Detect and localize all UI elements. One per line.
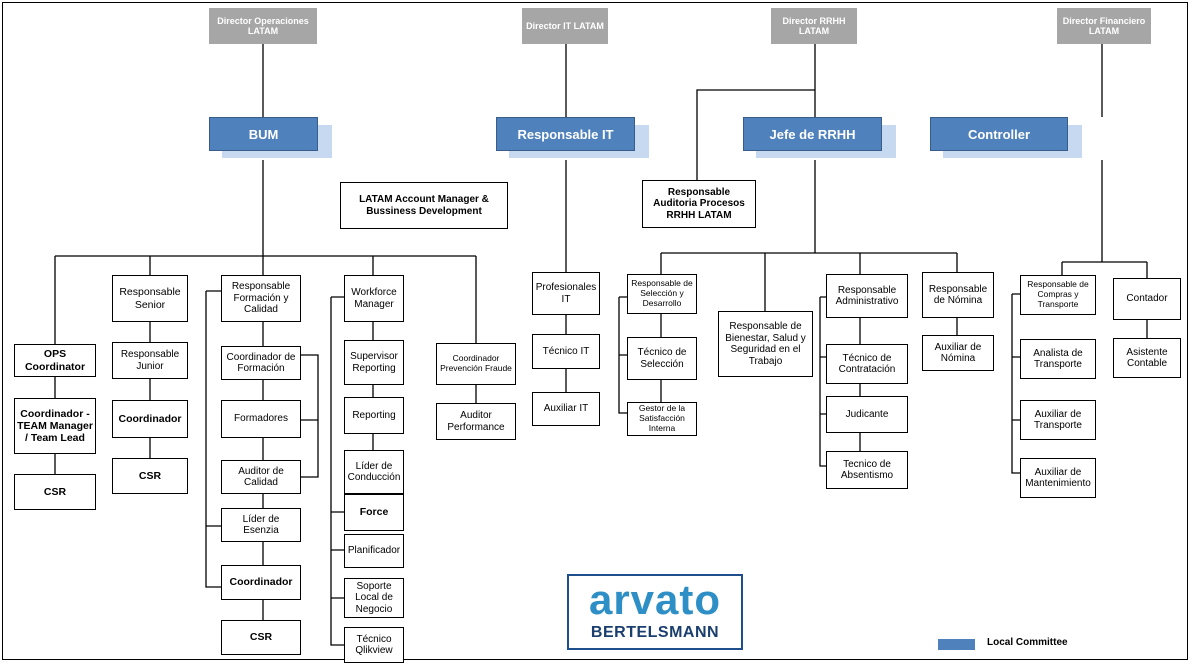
contador-box: Contador [1113, 278, 1181, 320]
responsable-auditoria-box: Responsable Auditoria Procesos RRHH LATA… [642, 180, 756, 228]
responsable-nomina-box: Responsable de Nómina [922, 272, 994, 318]
auxiliar-transporte-box: Auxiliar de Transporte [1020, 400, 1096, 440]
coordinador-box-1: Coordinador [112, 400, 188, 438]
coordinador-prevencion-box: Coordinador Prevención Fraude [436, 343, 516, 385]
gestor-satisfaccion-box: Gestor de la Satisfacción Interna [627, 402, 697, 436]
force-box: Force [344, 494, 404, 531]
formadores-box: Formadores [221, 400, 301, 438]
legend-label: Local Committee [987, 637, 1068, 648]
auxiliar-mantenimiento-box: Auxiliar de Mantenimiento [1020, 458, 1096, 498]
csr-box-3: CSR [221, 620, 301, 655]
tecnico-absentismo-box: Tecnico de Absentismo [826, 451, 908, 489]
auxiliar-nomina-box: Auxiliar de Nómina [922, 335, 994, 371]
tecnico-contratacion-box: Técnico de Contratación [826, 344, 908, 384]
auditor-calidad-box: Auditor de Calidad [221, 460, 301, 494]
analista-transporte-box: Analista de Transporte [1020, 339, 1096, 379]
logo-wordmark: arvato [588, 576, 722, 623]
director-it-box: Director IT LATAM [522, 8, 608, 44]
tecnico-seleccion-box: Técnico de Selección [627, 337, 697, 380]
director-rrhh-box: Director RRHH LATAM [771, 8, 857, 44]
tecnico-qlikview-box: Técnico Qlikview [344, 627, 404, 663]
judicante-box: Judicante [826, 396, 908, 433]
bum-box: BUM [209, 117, 318, 151]
responsable-bienestar-box: Responsable de Bienestar, Salud y Seguri… [718, 311, 813, 377]
auxiliar-it-box: Auxiliar IT [532, 392, 600, 426]
lider-conduccion-box: Líder de Conducción [344, 450, 404, 494]
director-financiero-box: Director Financiero LATAM [1057, 8, 1151, 44]
profesionales-it-box: Profesionales IT [532, 272, 600, 315]
responsable-seleccion-box: Responsable de Selección y Desarrollo [627, 274, 697, 314]
csr-box-2: CSR [112, 458, 188, 494]
ops-coordinator-box: OPS Coordinator [14, 344, 96, 377]
lider-esenzia-box: Líder de Esenzia [221, 508, 301, 542]
coordinador-formacion-box: Coordinador de Formación [221, 346, 301, 380]
legend-swatch [938, 639, 975, 650]
auditor-performance-box: Auditor Performance [436, 403, 516, 440]
controller-box: Controller [930, 117, 1068, 151]
responsable-junior-box: Responsable Junior [112, 342, 188, 379]
director-operaciones-box: Director Operaciones LATAM [209, 8, 317, 44]
soporte-local-box: Soporte Local de Negocio [344, 578, 404, 618]
tecnico-it-box: Técnico IT [532, 334, 600, 369]
planificador-box: Planificador [344, 534, 404, 568]
jefe-rrhh-box: Jefe de RRHH [743, 117, 882, 151]
responsable-it-box: Responsable IT [496, 117, 635, 151]
logo-subtitle: BERTELSMANN [590, 624, 720, 641]
reporting-box: Reporting [344, 397, 404, 434]
responsable-compras-box: Responsable de Compras y Transporte [1020, 275, 1096, 315]
coordinador-box-2: Coordinador [221, 565, 301, 600]
responsable-formacion-box: Responsable Formación y Calidad [221, 275, 301, 322]
csr-box-1: CSR [14, 474, 96, 510]
responsable-senior-box: Responsable Senior [112, 275, 188, 322]
arvato-logo: arvato BERTELSMANN [567, 574, 743, 650]
asistente-contable-box: Asistente Contable [1113, 338, 1181, 378]
workforce-manager-box: Workforce Manager [344, 275, 404, 322]
latam-account-manager-box: LATAM Account Manager & Bussiness Develo… [340, 182, 508, 229]
responsable-administrativo-box: Responsable Administrativo [826, 274, 908, 318]
supervisor-reporting-box: Supervisor Reporting [344, 340, 404, 385]
team-manager-box: Coordinador - TEAM Manager / Team Lead [14, 398, 96, 454]
